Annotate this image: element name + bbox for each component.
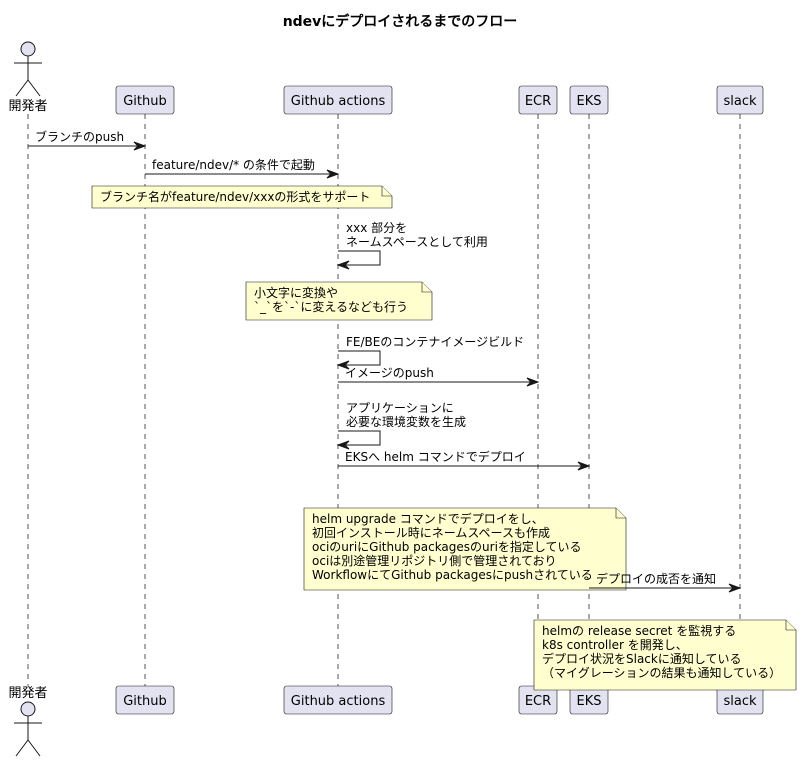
- step-0-message: ブランチのpush: [28, 129, 147, 151]
- participant-box-github-bottom: [115, 685, 175, 715]
- step-9-note: helm upgrade コマンドでデプロイをし、初回インストール時にネームスペ…: [303, 507, 627, 591]
- participant-github-bottom: Github: [115, 685, 175, 715]
- arrow-head-5: [336, 360, 350, 370]
- participant-label-actions-bottom: Github actions: [291, 694, 386, 709]
- step-4-note: 小文字に変換や`_`を`-`に変えるなども行う: [245, 281, 433, 321]
- participant-actions-bottom: Github actions: [283, 685, 393, 715]
- diagram-steps: ブランチのpush feature/ndev/* の条件で起動ブランチ名がfeat…: [28, 129, 797, 691]
- message-label-10: デプロイの成否を通知: [596, 571, 716, 586]
- participant-box-ecr-top: [518, 85, 558, 115]
- note-text-9: ociは別途管理リポジトリ側で管理されており: [312, 553, 557, 568]
- message-label-8: EKSへ helm コマンドでデプロイ: [345, 449, 526, 464]
- participant-label-eks-top: EKS: [577, 94, 602, 109]
- participant-eks-top: EKS: [569, 85, 609, 115]
- participant-label-github-top: Github: [123, 94, 167, 109]
- step-2-note: ブランチ名がfeature/ndev/xxxの形式をサポート: [91, 185, 393, 209]
- arrow-head-0: [133, 141, 147, 151]
- self-message-label-3: ネームスペースとして利用: [346, 235, 488, 249]
- message-label-1: feature/ndev/* の条件で起動: [152, 158, 315, 172]
- actor-label-dev-bottom: 開発者: [8, 686, 47, 701]
- arrow-head-3: [336, 260, 350, 270]
- note-text-11: k8s controller を開発し、: [542, 638, 688, 652]
- self-message-label-7: アプリケーションに: [346, 401, 454, 415]
- participant-ecr-bottom: ECR: [518, 685, 558, 715]
- self-message-label-5: FE/BEのコンテナイメージビルド: [346, 335, 524, 349]
- participant-eks-bottom: EKS: [569, 685, 609, 715]
- note-text-9: helm upgrade コマンドでデプロイをし、: [312, 511, 544, 526]
- self-message-arrow-5: [338, 350, 381, 366]
- participant-label-ecr-bottom: ECR: [525, 694, 551, 709]
- note-box-2: [91, 185, 393, 209]
- note-text-4: 小文字に変換や: [254, 285, 338, 300]
- note-fold-11: [785, 620, 796, 631]
- step-5-self: FE/BEのコンテナイメージビルド: [336, 335, 524, 370]
- step-6-message: イメージのpush: [338, 366, 540, 387]
- participant-slack-bottom: slack: [716, 685, 764, 715]
- note-text-11: デプロイ状況をSlackに通知している: [542, 651, 742, 666]
- participant-label-slack-top: slack: [723, 94, 756, 109]
- note-text-9: ociのuriにGithub packagesのuriを指定している: [312, 539, 582, 554]
- participant-label-actions-top: Github actions: [291, 94, 386, 109]
- participant-github-top: Github: [115, 85, 175, 115]
- participant-box-eks-top: [569, 85, 609, 115]
- arrow-head-6: [526, 377, 540, 387]
- note-text-2: ブランチ名がfeature/ndev/xxxの形式をサポート: [100, 189, 370, 204]
- actor-figure-dev-bottom: [14, 701, 42, 757]
- note-fold-2: [381, 186, 392, 197]
- actor-label-dev-top: 開発者: [8, 99, 47, 114]
- participant-label-github-bottom: Github: [123, 694, 167, 709]
- note-text-4: `_`を`-`に変えるなども行う: [254, 299, 408, 314]
- message-label-6: イメージのpush: [345, 366, 434, 380]
- arrow-head-10: [728, 583, 742, 593]
- arrow-head-1: [326, 169, 340, 179]
- note-box-11: [533, 619, 797, 691]
- self-message-arrow-7: [338, 430, 381, 446]
- participant-slack-top: slack: [716, 85, 764, 115]
- self-message-label-3: xxx 部分を: [346, 220, 407, 235]
- participant-actions-top: Github actions: [283, 85, 393, 115]
- participant-label-ecr-top: ECR: [525, 94, 551, 109]
- participant-label-slack-bottom: slack: [723, 694, 756, 709]
- participant-box-actions-top: [283, 85, 393, 115]
- note-fold-9: [615, 508, 626, 519]
- note-box-4: [245, 281, 433, 321]
- diagram-title: ndevにデプロイされるまでのフロー: [283, 13, 518, 30]
- actor-figure-dev-top: [14, 41, 42, 97]
- participant-label-eks-bottom: EKS: [577, 694, 602, 709]
- participant-box-github-top: [115, 85, 175, 115]
- participant-box-slack-top: [716, 85, 764, 115]
- participant-box-actions-bottom: [283, 685, 393, 715]
- arrow-head-8: [577, 461, 591, 471]
- self-message-arrow-3: [338, 250, 381, 266]
- step-1-message: feature/ndev/* の条件で起動: [145, 158, 340, 179]
- note-text-11: （マイグレーションの結果も通知している）: [542, 666, 781, 680]
- note-fold-4: [421, 282, 432, 293]
- arrow-head-7: [336, 440, 350, 450]
- step-8-message: EKSへ helm コマンドでデプロイ: [338, 449, 591, 471]
- note-text-11: helmの release secret を監視する: [542, 623, 736, 638]
- participant-ecr-top: ECR: [518, 85, 558, 115]
- step-10-message: デプロイの成否を通知: [589, 571, 742, 593]
- message-label-0: ブランチのpush: [35, 129, 124, 144]
- note-text-9: 初回インストール時にネームスペースも作成: [312, 526, 550, 540]
- note-box-9: [303, 507, 627, 591]
- self-message-label-7: 必要な環境変数を生成: [346, 414, 466, 429]
- note-text-9: WorkflowにてGithub packagesにpushされている: [312, 568, 593, 582]
